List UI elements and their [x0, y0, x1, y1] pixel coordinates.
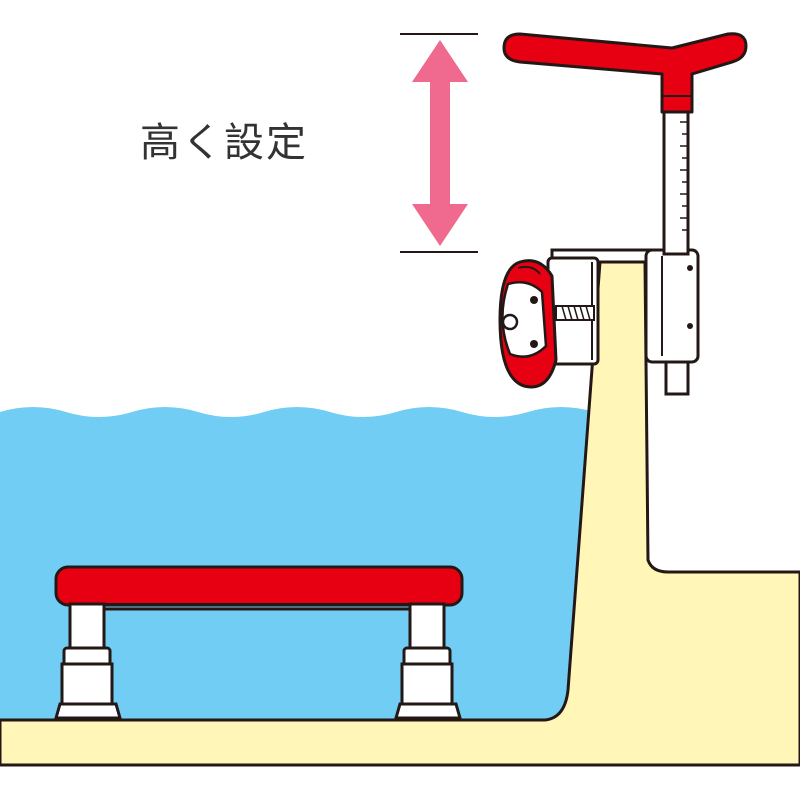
handrail-bracket — [644, 248, 700, 396]
bench-leg-left — [54, 602, 122, 720]
bench-leg-right — [394, 602, 462, 720]
clamp-knob — [498, 256, 600, 389]
handrail-grip — [502, 32, 748, 114]
bath-bench — [54, 565, 464, 720]
height-setting-caption: 高く設定 — [140, 120, 308, 166]
bench-seat — [54, 565, 464, 607]
height-arrow-icon — [412, 40, 468, 246]
height-indicator — [400, 33, 478, 253]
bathtub-wall — [0, 260, 800, 767]
handrail-pole — [662, 106, 690, 256]
